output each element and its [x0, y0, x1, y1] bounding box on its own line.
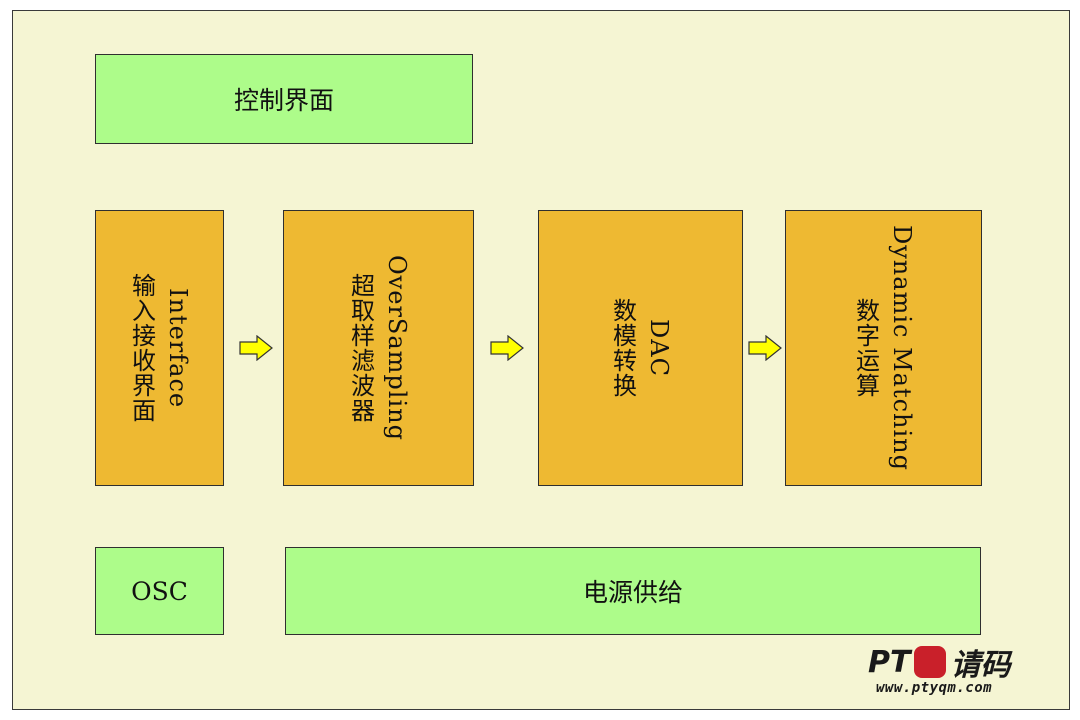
control-interface-label: 控制界面: [233, 86, 334, 115]
right-arrow-icon: [748, 335, 782, 361]
interface-en-label: Interface: [163, 287, 192, 409]
right-arrow-icon: [239, 335, 273, 361]
right-arrow-icon: [490, 335, 524, 361]
dynamic-matching-zh-label: 数字运算: [851, 298, 880, 398]
interface-block: Interface 输入接收界面: [95, 210, 224, 486]
watermark-url: www.ptyqm.com: [876, 680, 993, 696]
dac-en-label: DAC: [644, 319, 673, 377]
seal-logo-icon: [914, 646, 947, 678]
dac-block: DAC 数模转换: [538, 210, 743, 486]
osc-block: OSC: [95, 547, 224, 635]
osc-label: OSC: [131, 576, 188, 606]
oversampling-block: OverSampling 超取样滤波器: [283, 210, 474, 486]
interface-zh-label: 输入接收界面: [127, 273, 156, 423]
watermark-brand-cjk: 请码: [950, 648, 1011, 683]
watermark-brand-latin: PT: [868, 644, 911, 680]
power-supply-block: 电源供给: [285, 547, 981, 635]
power-supply-label: 电源供给: [582, 578, 683, 607]
dynamic-matching-block: Dynamic Matching 数字运算: [785, 210, 982, 486]
control-interface-block: 控制界面: [95, 54, 473, 144]
dynamic-matching-en-label: Dynamic Matching: [887, 225, 916, 471]
oversampling-zh-label: 超取样滤波器: [346, 273, 375, 423]
watermark-logo: PT 请码 www.ptyqm.com: [868, 640, 1048, 702]
oversampling-en-label: OverSampling: [382, 255, 411, 441]
dac-zh-label: 数模转换: [608, 298, 637, 398]
